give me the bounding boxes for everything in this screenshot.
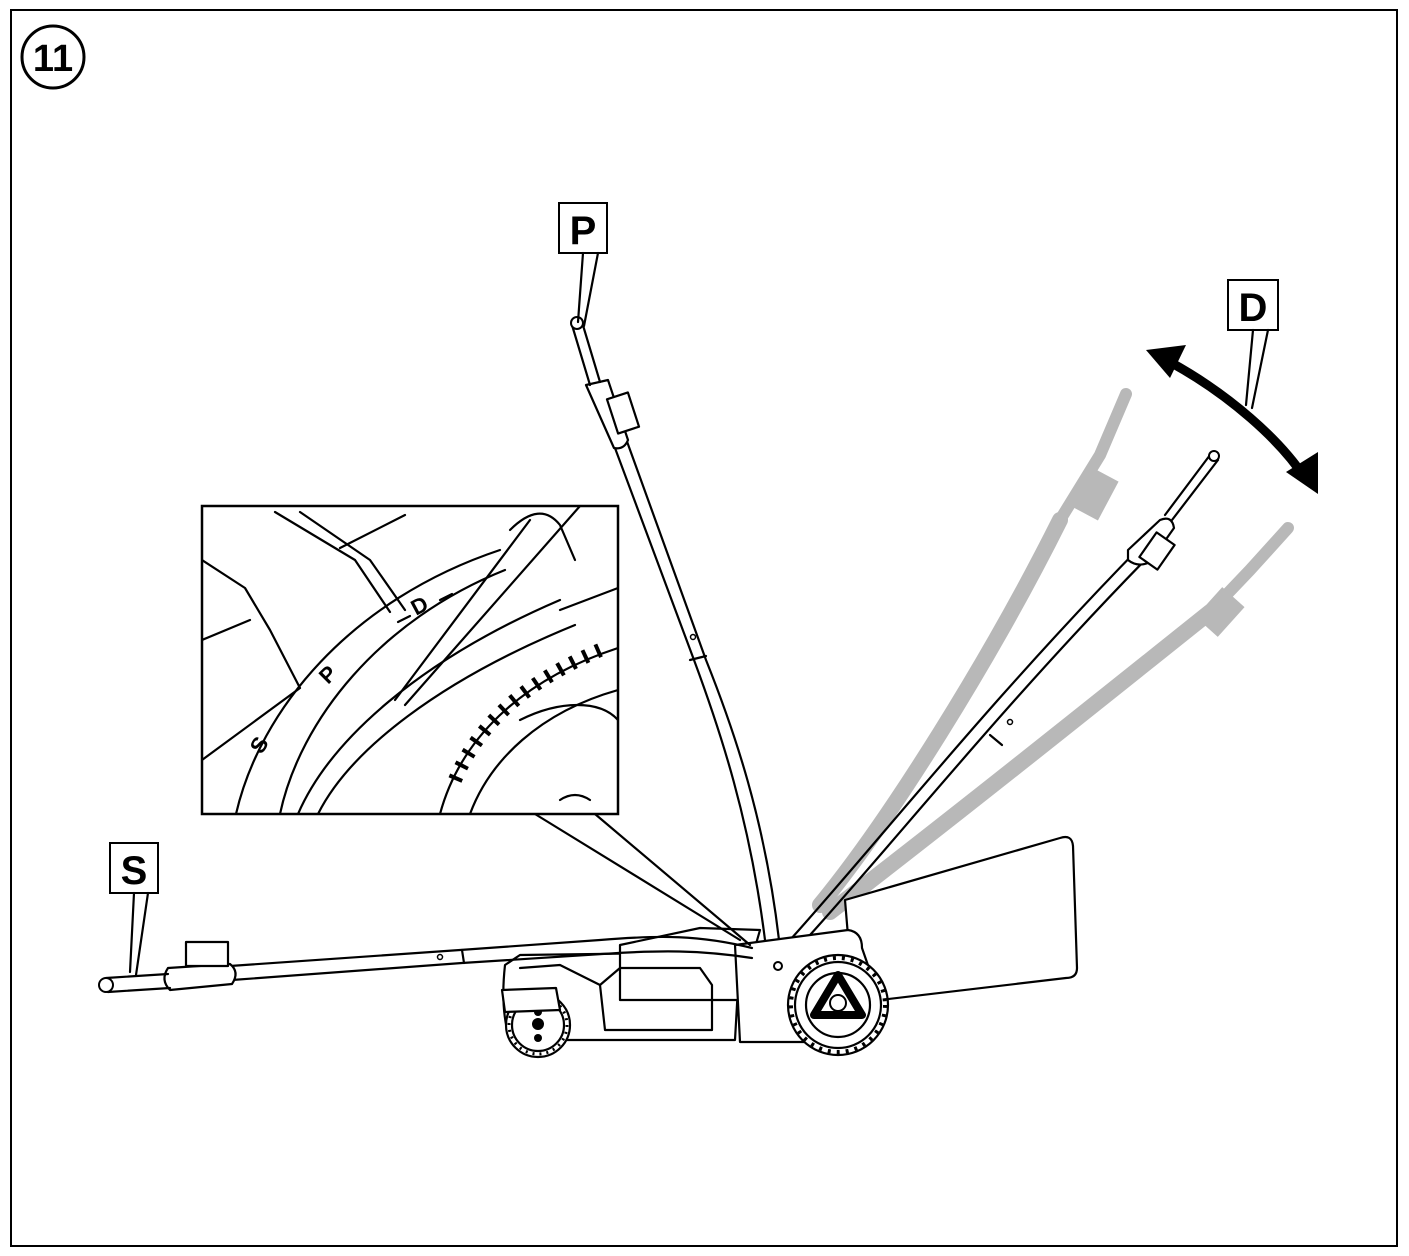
ghost-handle-upper — [812, 388, 1132, 913]
callout-park: P — [558, 202, 608, 328]
figure-border — [10, 9, 1398, 1247]
grass-bag — [843, 835, 1079, 1002]
rear-wheel — [786, 953, 890, 1057]
callout-drive: D — [1227, 279, 1279, 410]
callout-storage: S — [109, 842, 159, 977]
callout-park-label: P — [570, 209, 597, 253]
front-wheel — [500, 986, 572, 1059]
step-number: 11 — [33, 38, 73, 80]
handle-park-position — [570, 316, 781, 942]
detail-magnifier-box: S P D — [200, 504, 620, 816]
step-number-badge: 11 — [20, 24, 86, 90]
detail-leader-lines — [533, 812, 752, 947]
callout-drive-label: D — [1239, 286, 1268, 330]
handle-drive-position — [788, 450, 1220, 948]
callout-storage-label: S — [121, 849, 148, 893]
double-headed-curved-arrow-icon — [1146, 345, 1318, 494]
ghost-handle-lower — [822, 522, 1294, 920]
handle-storage-position — [98, 935, 754, 994]
